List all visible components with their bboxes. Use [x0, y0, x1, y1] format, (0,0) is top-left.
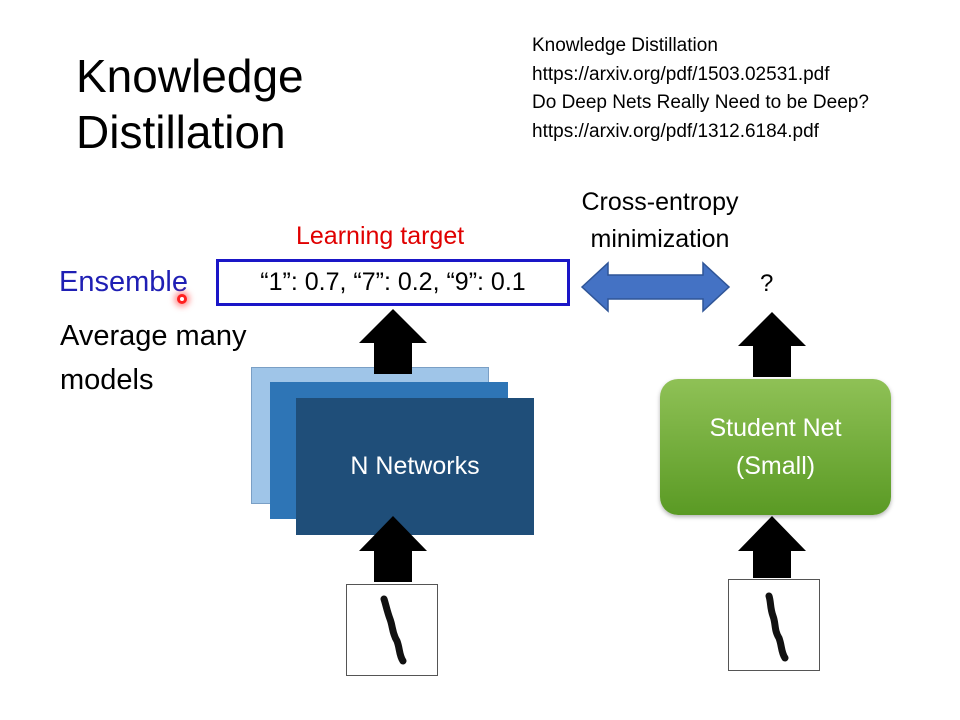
student-line-2: (Small) [735, 452, 816, 480]
network-layer-front: N Networks [296, 398, 534, 535]
slide-title: Knowledge Distillation [76, 48, 304, 160]
cross-entropy-line-1: Cross-entropy [581, 188, 739, 216]
title-line-2: Distillation [76, 106, 286, 158]
student-line-1: Student Net [709, 414, 842, 442]
learning-target-label: Learning target [296, 222, 465, 250]
ensemble-label: Ensemble [59, 266, 188, 298]
cross-entropy-label: Cross-entropy minimization [560, 184, 760, 258]
title-line-1: Knowledge [76, 50, 304, 102]
student-output: ? [760, 270, 774, 297]
double-arrow-icon [580, 261, 731, 313]
digit-one-icon [380, 595, 407, 665]
arrow-up-icon [359, 309, 427, 374]
input-digit-image [728, 579, 820, 671]
reference-1: Knowledge Distillation [532, 35, 718, 56]
reference-1-link[interactable]: https://arxiv.org/pdf/1503.02531.pdf [532, 63, 830, 85]
arrow-up-icon [738, 516, 806, 578]
laser-pointer-icon [177, 294, 187, 304]
average-models-text: Average many models [60, 314, 246, 402]
cross-entropy-line-2: minimization [590, 225, 730, 253]
input-digit-image [346, 584, 438, 676]
average-line-2: models [60, 364, 154, 396]
networks-label: N Networks [350, 452, 480, 480]
arrow-up-icon [738, 312, 806, 377]
references: Knowledge Distillation https://arxiv.org… [532, 32, 869, 146]
student-net-box: Student Net (Small) [660, 379, 891, 515]
reference-2-link[interactable]: https://arxiv.org/pdf/1312.6184.pdf [532, 120, 819, 142]
digit-one-icon [765, 592, 789, 662]
average-line-1: Average many [60, 320, 247, 352]
arrow-up-icon [359, 516, 427, 582]
reference-2: Do Deep Nets Really Need to be Deep? [532, 92, 869, 113]
learning-target-box: “1”: 0.7, “7”: 0.2, “9”: 0.1 [216, 259, 570, 306]
